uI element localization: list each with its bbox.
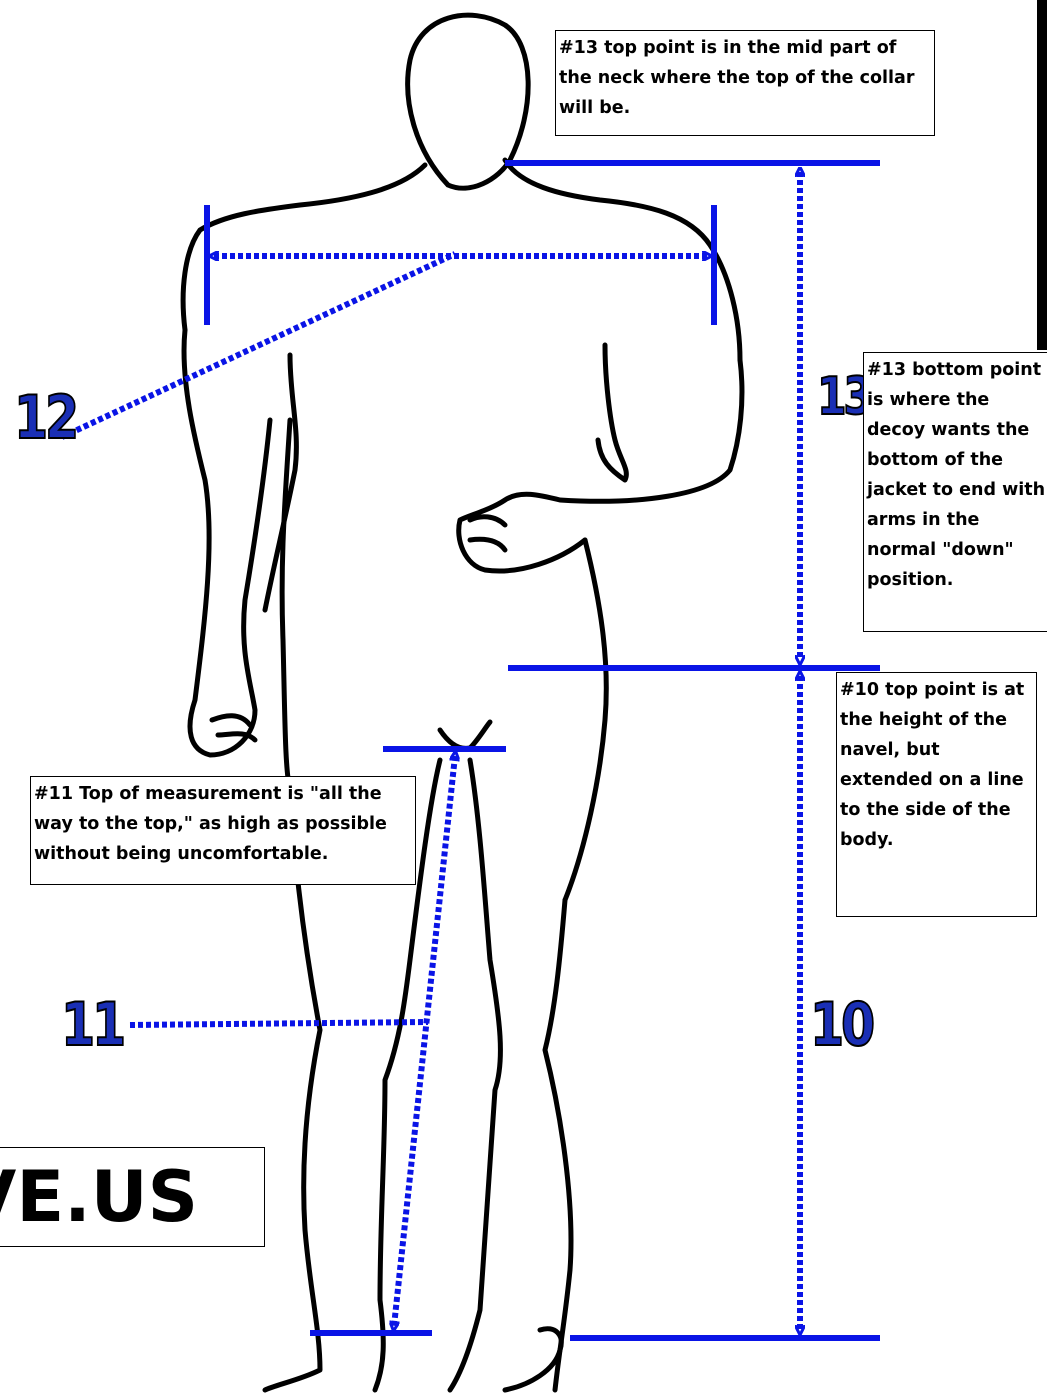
label-12: 12: [14, 383, 76, 453]
right-foot: [505, 1329, 561, 1390]
right-leg-inner: [450, 760, 500, 1390]
note-13-bottom: #13 bottom point is where the decoy want…: [863, 352, 1047, 632]
page-edge-bar: [1037, 0, 1047, 350]
right-leg-outer: [545, 900, 571, 1390]
shoulder-right: [505, 160, 740, 360]
torso-left: [282, 420, 290, 790]
left-fist: [212, 716, 255, 740]
right-arm-outer: [459, 360, 742, 571]
label-11: 11: [61, 990, 123, 1060]
torso-right: [565, 540, 606, 900]
label-13: 13: [817, 367, 870, 427]
shoulder-left: [183, 165, 425, 330]
body-outline: [183, 15, 742, 1390]
brand-text: VE.US: [0, 1156, 198, 1238]
right-arm-inner: [598, 345, 626, 480]
m12-pointer-line: [62, 254, 455, 437]
left-arm-outer: [184, 330, 270, 755]
crotch-line: [440, 722, 490, 748]
brand-box: VE.US: [0, 1147, 265, 1247]
label-10: 10: [810, 990, 872, 1060]
note-11-top: #11 Top of measurement is "all the way t…: [30, 776, 416, 885]
m11-pointer-line: [130, 1022, 428, 1025]
note-10-top: #10 top point is at the height of the na…: [836, 672, 1037, 917]
measure-bars: [207, 163, 880, 1338]
note-13-top: #13 top point is in the mid part of the …: [555, 30, 935, 136]
right-fist: [470, 517, 505, 550]
